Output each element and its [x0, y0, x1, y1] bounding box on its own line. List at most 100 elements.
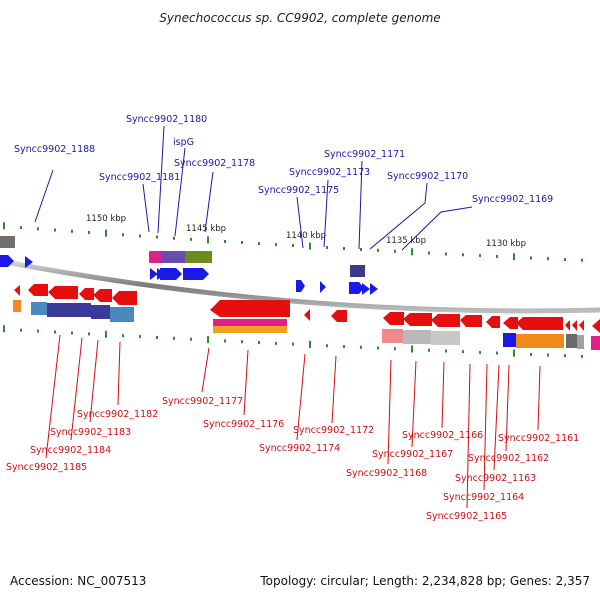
gene-label[interactable]: Syncc9902_1165: [426, 511, 507, 522]
scale-tick: [207, 236, 209, 244]
gene-block[interactable]: [382, 329, 403, 343]
gene-arrow[interactable]: [486, 316, 500, 328]
gene-arrow[interactable]: [0, 255, 14, 267]
gene-block[interactable]: [213, 326, 287, 333]
gene-label[interactable]: Syncc9902_1178: [174, 158, 255, 169]
gene-label[interactable]: Syncc9902_1163: [455, 473, 536, 484]
gene-arrow[interactable]: [592, 319, 600, 333]
gene-label[interactable]: Syncc9902_1184: [30, 445, 111, 456]
gene-label[interactable]: Syncc9902_1166: [402, 430, 483, 441]
gene-label[interactable]: Syncc9902_1171: [324, 149, 405, 160]
scale-tick: [37, 227, 39, 231]
gene-label[interactable]: Syncc9902_1175: [258, 185, 339, 196]
gene-block[interactable]: [516, 334, 564, 348]
gene-arrow[interactable]: [183, 268, 209, 280]
lower-labels: Syncc9902_1185 Syncc9902_1184 Syncc9902_…: [6, 396, 579, 522]
gene-block[interactable]: [591, 336, 600, 350]
gene-label[interactable]: Syncc9902_1170: [387, 171, 468, 182]
gene-arrow[interactable]: [572, 320, 577, 331]
scale-tick: [139, 234, 141, 238]
scale-tick: [292, 244, 294, 248]
gene-label[interactable]: Syncc9902_1162: [468, 453, 549, 464]
gene-arrow[interactable]: [403, 313, 432, 326]
scale-tick: [275, 341, 277, 345]
scale-tick: [71, 331, 73, 335]
gene-arrow[interactable]: [320, 281, 326, 293]
gene-label[interactable]: Syncc9902_1181: [99, 172, 180, 183]
gene-arrow[interactable]: [150, 268, 158, 280]
gene-label[interactable]: Syncc9902_1168: [346, 468, 427, 479]
gene-label[interactable]: Syncc9902_1164: [443, 492, 524, 503]
gene-arrow[interactable]: [79, 288, 94, 300]
gene-arrow[interactable]: [331, 310, 347, 322]
gene-label[interactable]: Syncc9902_1173: [289, 167, 370, 178]
gene-arrow[interactable]: [48, 286, 78, 299]
scale-tick: [360, 247, 362, 251]
genome-backbone: [0, 258, 600, 314]
gene-block[interactable]: [13, 300, 21, 312]
gene-arrow[interactable]: [460, 315, 482, 327]
scale-tick: [241, 340, 243, 344]
gene-label[interactable]: Syncc9902_1183: [50, 427, 131, 438]
scale-tick: [3, 325, 5, 333]
gene-label[interactable]: Syncc9902_1185: [6, 462, 87, 473]
gene-label[interactable]: ispG: [173, 137, 194, 148]
gene-block[interactable]: [403, 330, 431, 344]
gene-arrow[interactable]: [14, 285, 20, 296]
scale-tick: [428, 348, 430, 352]
gene-block[interactable]: [149, 251, 161, 263]
gene-label[interactable]: Syncc9902_1172: [293, 425, 374, 436]
gene-label[interactable]: Syncc9902_1176: [203, 419, 284, 430]
scale-tick: [190, 337, 192, 341]
scale-tick: [496, 351, 498, 355]
gene-block[interactable]: [577, 335, 584, 349]
gene-block[interactable]: [31, 302, 47, 315]
gene-arrow[interactable]: [28, 284, 48, 296]
gene-arrow[interactable]: [160, 268, 182, 280]
gene-arrow[interactable]: [112, 291, 137, 305]
scale-tick: [173, 336, 175, 340]
gene-arrow[interactable]: [503, 317, 518, 329]
topology-text: Topology: circular; Length: 2,234,828 bp…: [260, 574, 590, 588]
scale-tick: [20, 328, 22, 332]
gene-label[interactable]: Syncc9902_1167: [372, 449, 453, 460]
gene-block[interactable]: [431, 331, 460, 345]
gene-label[interactable]: Syncc9902_1182: [77, 409, 158, 420]
gene-arrow[interactable]: [383, 312, 404, 325]
lower-leader-lines: [45, 334, 541, 509]
gene-arrow[interactable]: [362, 283, 370, 295]
gene-arrow[interactable]: [579, 320, 584, 331]
gene-label[interactable]: Syncc9902_1177: [162, 396, 243, 407]
gene-arrow[interactable]: [296, 280, 305, 292]
gene-label[interactable]: Syncc9902_1188: [14, 144, 95, 155]
gene-arrow[interactable]: [93, 289, 112, 302]
gene-arrow[interactable]: [431, 314, 460, 327]
gene-arrow[interactable]: [565, 320, 570, 331]
gene-block[interactable]: [161, 251, 185, 263]
gene-block[interactable]: [213, 319, 287, 326]
scale-tick: [479, 254, 481, 258]
gene-label[interactable]: Syncc9902_1174: [259, 443, 340, 454]
gene-arrow[interactable]: [25, 256, 33, 268]
gene-block[interactable]: [110, 307, 134, 322]
gene-arrow[interactable]: [516, 317, 563, 330]
scale-tick: [326, 246, 328, 250]
gene-arrow[interactable]: [370, 283, 378, 295]
gene-label[interactable]: Syncc9902_1169: [472, 194, 553, 205]
scale-tick: [309, 340, 311, 348]
gene-arrow[interactable]: [304, 309, 310, 321]
scale-tick: [173, 236, 175, 240]
gene-label[interactable]: Syncc9902_1161: [498, 433, 579, 444]
scale-tick: [581, 258, 583, 262]
gene-block[interactable]: [566, 334, 577, 348]
gene-block[interactable]: [47, 303, 91, 317]
gene-arrow[interactable]: [210, 300, 290, 317]
gene-block[interactable]: [350, 265, 365, 277]
gene-block[interactable]: [503, 333, 516, 347]
gene-label[interactable]: Syncc9902_1180: [126, 114, 207, 125]
gene-block[interactable]: [0, 236, 15, 248]
gene-block[interactable]: [91, 305, 110, 319]
gene-block[interactable]: [185, 251, 212, 263]
scale-tick: [207, 336, 209, 344]
gene-arrow[interactable]: [349, 282, 364, 294]
